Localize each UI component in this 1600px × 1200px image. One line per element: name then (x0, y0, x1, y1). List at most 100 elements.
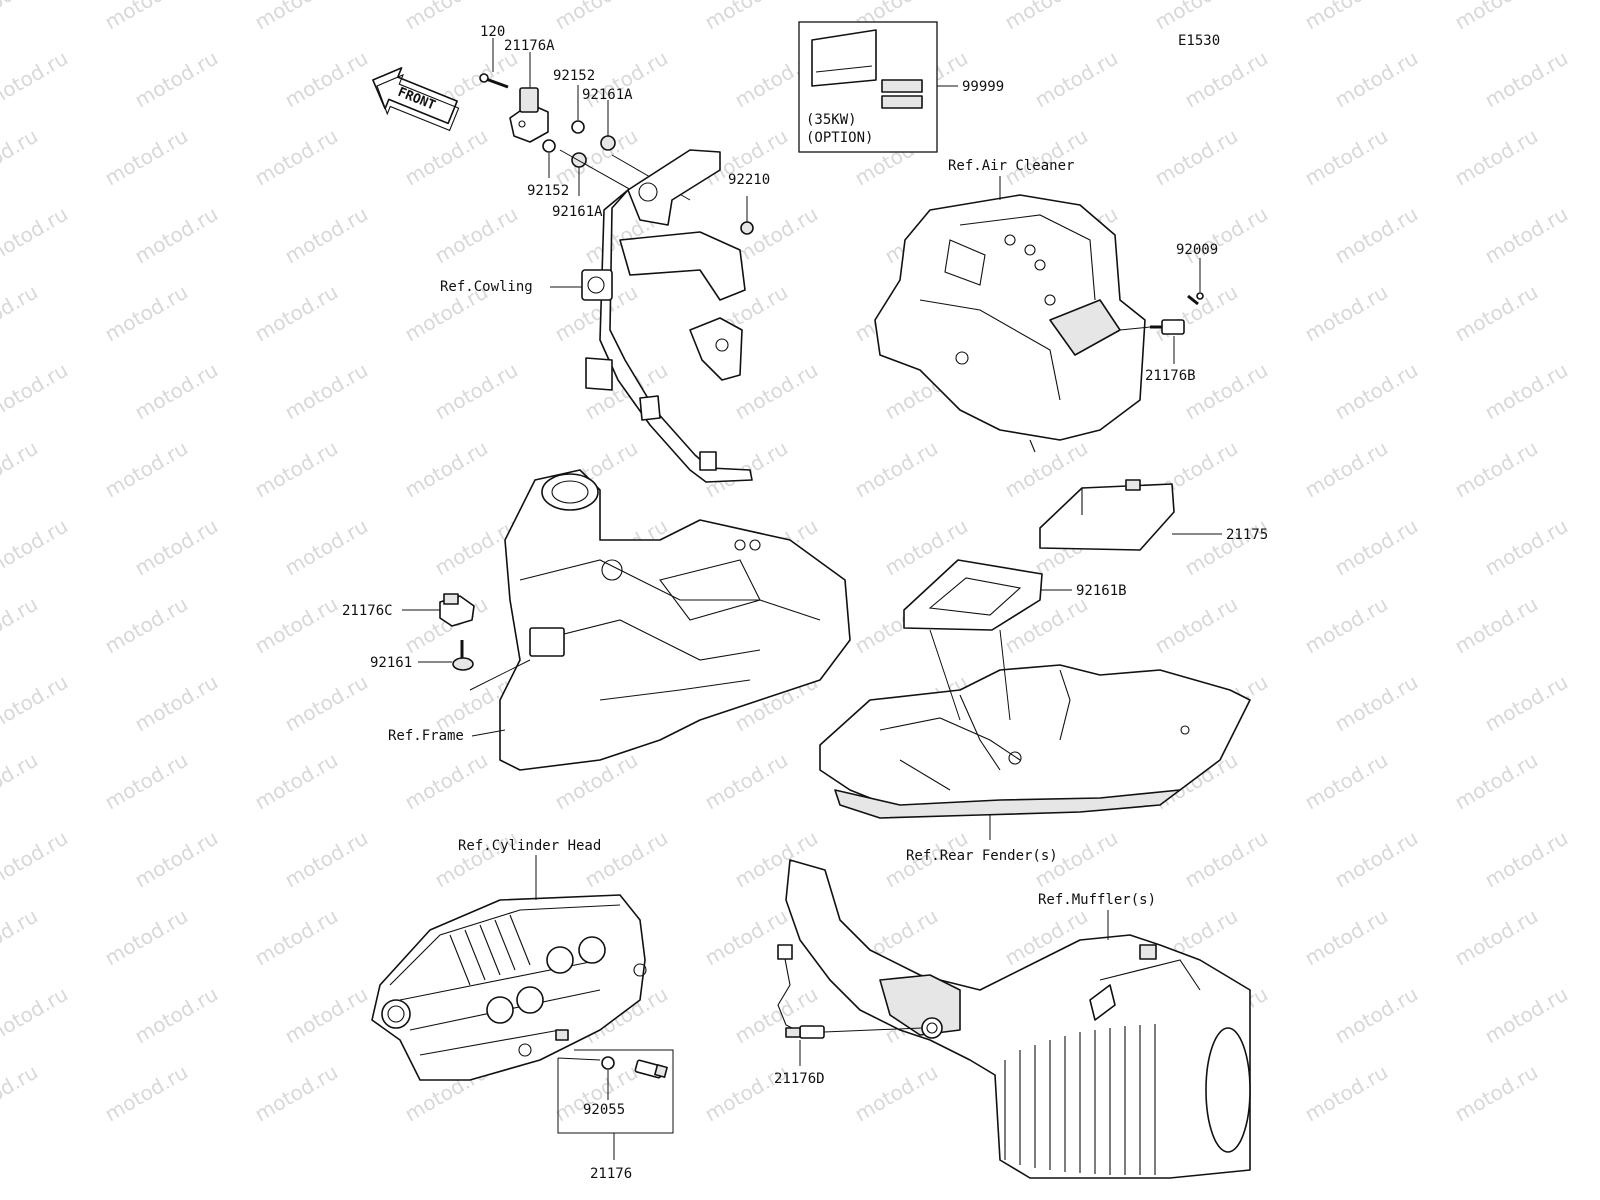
watermark-text: motod.ru (131, 826, 222, 893)
watermark-text: motod.ru (0, 904, 42, 971)
watermark-text: motod.ru (1301, 436, 1392, 503)
sensor-21176a-group: 120 21176A 92152 92161A 92152 92161A (479, 24, 691, 220)
grommet-92161 (452, 640, 474, 671)
watermark-text: motod.ru (1331, 358, 1422, 425)
watermark-text: motod.ru (251, 124, 342, 191)
temp-sensor-21176 (634, 1059, 668, 1079)
watermark-text: motod.ru (1481, 982, 1572, 1049)
watermark-text: motod.ru (0, 748, 42, 815)
front-arrow-icon: FRONT (372, 67, 460, 132)
ecu-21175: 21175 (1039, 479, 1268, 551)
ref-cowling: Ref.Cowling (440, 279, 533, 295)
watermark-text: motod.ru (131, 982, 222, 1049)
watermark-text: motod.ru (1331, 826, 1422, 893)
watermark-text: motod.ru (101, 436, 192, 503)
part-92009: 92009 (1176, 242, 1218, 258)
sensor-21176a (509, 87, 549, 143)
watermark-text: motod.ru (1301, 124, 1392, 191)
watermark-text: motod.ru (1451, 904, 1542, 971)
watermark-text: motod.ru (131, 670, 222, 737)
part-21176b: 21176B (1145, 368, 1196, 384)
watermark-text: motod.ru (281, 202, 372, 269)
watermark-text: motod.ru (0, 670, 72, 737)
ref-rear-fender: Ref.Rear Fender(s) (906, 848, 1058, 864)
watermark-text: motod.ru (1181, 514, 1272, 581)
watermark-text: motod.ru (701, 904, 792, 971)
nut-92210 (740, 221, 754, 235)
ecu-holder-92161b: 92161B (903, 559, 1127, 631)
watermark-text: motod.ru (1181, 46, 1272, 113)
rear-fender: Ref.Rear Fender(s) (819, 629, 1251, 864)
sensor-21176c (439, 593, 475, 627)
watermark-text: motod.ru (1481, 202, 1572, 269)
collar-92152-a (571, 120, 585, 134)
watermark-text: motod.ru (0, 436, 42, 503)
watermark-text: motod.ru (1481, 514, 1572, 581)
watermark-text: motod.ru (851, 436, 942, 503)
watermark-text: motod.ru (1301, 748, 1392, 815)
watermark-text: motod.ru (0, 46, 72, 113)
watermark-text: motod.ru (101, 0, 192, 34)
watermark-text: motod.ru (1151, 592, 1242, 659)
cylinder-head: Ref.Cylinder Head (371, 838, 647, 1081)
watermark-text: motod.ru (1451, 124, 1542, 191)
option-line2: (OPTION) (806, 130, 873, 146)
watermark-text: motod.ru (281, 826, 372, 893)
watermark-text: motod.ru (0, 826, 72, 893)
cowling-bracket: 92210 Ref.Cowling (440, 149, 770, 483)
watermark-text: motod.ru (0, 280, 42, 347)
watermark-text: motod.ru (551, 0, 642, 34)
part-21175: 21175 (1226, 527, 1268, 543)
watermark-text: motod.ru (731, 358, 822, 425)
part-92161: 92161 (370, 655, 412, 671)
watermark-text: motod.ru (431, 826, 522, 893)
part-92055: 92055 (583, 1102, 625, 1118)
part-120: 120 (480, 24, 505, 40)
watermark-text: motod.ru (1301, 592, 1392, 659)
watermark-text: motod.ru (1331, 982, 1422, 1049)
watermark-text: motod.ru (701, 1060, 792, 1127)
watermark-text: motod.ru (431, 358, 522, 425)
part-21176c: 21176C (342, 603, 393, 619)
watermark-text: motod.ru (1301, 1060, 1392, 1127)
watermark-text: motod.ru (0, 358, 72, 425)
watermark-text: motod.ru (1331, 670, 1422, 737)
watermark-text: motod.ru (0, 514, 72, 581)
watermark-text: motod.ru (281, 982, 372, 1049)
watermark-text: motod.ru (1451, 280, 1542, 347)
decal-icon (811, 29, 923, 109)
watermark-text: motod.ru (1181, 202, 1272, 269)
part-92161a-bottom: 92161A (552, 204, 603, 220)
grommet-92161a-b (571, 152, 587, 168)
part-21176d: 21176D (774, 1071, 825, 1087)
watermark-text: motod.ru (1031, 46, 1122, 113)
option-line1: (35KW) (806, 112, 857, 128)
gasket-92055 (601, 1056, 615, 1070)
watermark-text: motod.ru (251, 0, 342, 34)
watermark-text: motod.ru (731, 202, 822, 269)
watermark-text: motod.ru (251, 592, 342, 659)
watermark-text: motod.ru (251, 904, 342, 971)
ref-cylinder-head: Ref.Cylinder Head (458, 838, 601, 854)
watermark-text: motod.ru (1181, 826, 1272, 893)
watermark-text: motod.ru (131, 514, 222, 581)
watermark-text: motod.ru (251, 1060, 342, 1127)
part-92161a-top: 92161A (582, 87, 633, 103)
muffler: Ref.Muffler(s) (785, 859, 1251, 1179)
screw-92009 (1187, 292, 1204, 306)
diagram-code: E1530 (1178, 33, 1220, 49)
watermark-text: motod.ru (101, 904, 192, 971)
watermark-text: motod.ru (1001, 124, 1092, 191)
watermark-text: motod.ru (281, 46, 372, 113)
part-21176a: 21176A (504, 38, 555, 54)
frame: Ref.Frame (388, 469, 851, 771)
collar-92152-b (542, 139, 556, 153)
watermark-text: motod.ru (131, 358, 222, 425)
watermark-text: motod.ru (0, 1060, 42, 1127)
air-cleaner: Ref.Air Cleaner 92009 21176B (874, 158, 1218, 453)
watermark-text: motod.ru (101, 124, 192, 191)
watermark-text: motod.ru (1151, 0, 1242, 34)
o2-sensor-21176d (777, 944, 825, 1039)
watermark-text: motod.ru (1481, 46, 1572, 113)
watermark-text: motod.ru (1301, 0, 1392, 34)
